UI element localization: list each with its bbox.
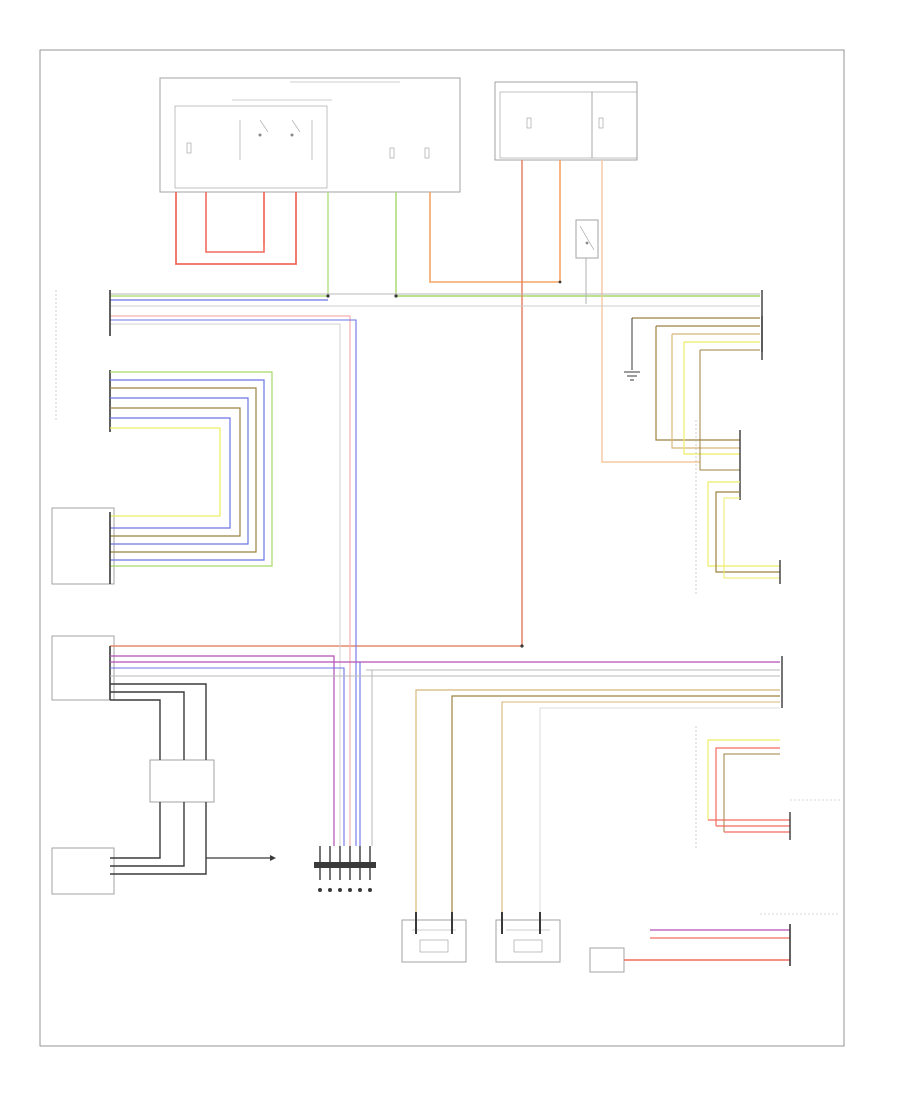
gear-selector — [589, 947, 625, 973]
fuse-box-left — [159, 77, 461, 193]
fuse-box-right — [494, 81, 638, 161]
left-speed-sensor — [401, 912, 467, 963]
diagram-frame — [39, 49, 845, 1047]
relay-icon — [239, 119, 313, 160]
wire-orange-1 — [429, 160, 561, 283]
engine-control-module — [51, 507, 115, 585]
brake-switch — [575, 219, 599, 259]
splice-points — [326, 280, 562, 648]
wire-red-loop — [175, 192, 297, 265]
steering-angle-sensor — [51, 635, 115, 701]
wire-red-orange-long — [110, 160, 523, 647]
wire-red-inner — [205, 192, 265, 253]
fuse-icon — [186, 142, 430, 159]
junction-connector — [149, 759, 215, 803]
cruise-control-switch — [51, 847, 115, 895]
wire-orange-right — [601, 160, 700, 463]
wire-pink-bus — [110, 315, 351, 846]
ground-point — [624, 371, 640, 381]
right-speed-sensor — [495, 912, 561, 963]
data-link-connector — [314, 846, 376, 892]
